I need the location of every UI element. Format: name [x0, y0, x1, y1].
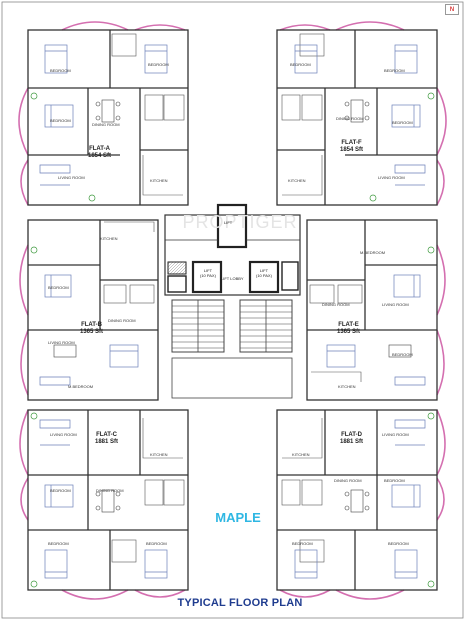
flat-f-area: 1854 Sft — [340, 147, 364, 153]
room-label-bedroom: BEDROOM — [50, 118, 71, 123]
room-label-bedroom: BEDROOM — [148, 62, 169, 67]
flat-e-label: FLAT-E 1365 Sft — [337, 322, 360, 336]
watermark: PROPTIGER — [182, 212, 298, 232]
furniture-beds — [44, 44, 421, 579]
lift-left-capacity: (10 PAX) — [200, 273, 216, 278]
lift-right-name: LIFT — [259, 268, 269, 273]
balconies — [18, 21, 447, 600]
room-label-dining: DINING ROOM — [96, 488, 124, 493]
plan-title: TYPICAL FLOOR PLAN — [177, 597, 303, 609]
flat-e-name: FLAT-E — [338, 322, 359, 328]
flat-c-name: FLAT-C — [96, 432, 117, 438]
core-lift-right-label: LIFT (10 PAX) — [256, 268, 272, 278]
flat-c-label: FLAT-C 1881 Sft — [95, 432, 118, 446]
room-label-mbedroom: M.BEDROOM — [360, 250, 386, 255]
flat-f-name: FLAT-F — [341, 140, 362, 146]
central-core — [164, 203, 301, 296]
room-label-bedroom: BEDROOM — [48, 541, 69, 546]
partitions — [103, 33, 363, 563]
room-label-dining: DINING ROOM — [92, 122, 120, 127]
room-label-bedroom: BEDROOM — [388, 541, 409, 546]
kitchen-counters — [104, 155, 362, 459]
core-lift-left-label: LIFT (10 PAX) — [200, 268, 216, 278]
furniture-sofas — [39, 164, 426, 446]
room-label-dining: DINING ROOM — [108, 318, 136, 323]
flat-b-label: FLAT-B 1365 Sft — [80, 322, 103, 336]
room-label-bedroom: BEDROOM — [384, 478, 405, 483]
flat-d-name: FLAT-D — [341, 432, 362, 438]
room-label-kitchen: KITCHEN — [100, 236, 118, 241]
flat-b-name: FLAT-B — [81, 322, 102, 328]
room-label-kitchen: KITCHEN — [292, 452, 310, 457]
flat-d-area: 1881 Sft — [340, 439, 364, 445]
room-label-living: LIVING ROOM — [48, 340, 75, 345]
room-label-kitchen: KITCHEN — [150, 452, 168, 457]
lift-right-capacity: (10 PAX) — [256, 273, 272, 278]
room-label-bedroom: BEDROOM — [50, 68, 71, 73]
flat-f-label: FLAT-F 1854 Sft — [340, 140, 363, 154]
room-label-living: LIVING ROOM — [58, 175, 85, 180]
room-label-bedroom: BEDROOM — [48, 285, 69, 290]
flat-a-label: FLAT-A 1854 Sft — [88, 146, 111, 160]
room-label-bedroom: BEDROOM — [392, 352, 413, 357]
room-label-kitchen: KITCHEN — [288, 178, 306, 183]
room-label-bedroom: BEDROOM — [392, 120, 413, 125]
room-label-mbedroom: M.BEDROOM — [68, 384, 94, 389]
room-label-living: LIVING ROOM — [382, 302, 409, 307]
lift-left-name: LIFT — [203, 268, 213, 273]
room-label-living: LIVING ROOM — [378, 175, 405, 180]
flat-a-name: FLAT-A — [89, 146, 110, 152]
room-label-bedroom: BEDROOM — [50, 488, 71, 493]
room-label-kitchen: KITCHEN — [338, 384, 356, 389]
plants — [30, 92, 435, 588]
flat-b-area: 1365 Sft — [80, 329, 104, 335]
tower-name: MAPLE — [215, 510, 261, 525]
room-label-dining: DINING ROOM — [322, 302, 350, 307]
walls — [27, 29, 438, 591]
staircases — [171, 299, 293, 399]
north-arrow-icon: N — [445, 4, 459, 15]
furniture-dining — [53, 99, 412, 513]
room-label-bedroom: BEDROOM — [292, 541, 313, 546]
flat-e-area: 1365 Sft — [337, 329, 361, 335]
room-label-dining: DINING ROOM — [334, 478, 362, 483]
room-label-bedroom: BEDROOM — [384, 68, 405, 73]
core-service-lift-label: LIFT — [224, 220, 233, 225]
flat-c-area: 1881 Sft — [95, 439, 119, 445]
room-label-kitchen: KITCHEN — [150, 178, 168, 183]
core-lift-lobby-label: LIFT LOBBY — [221, 276, 244, 281]
room-label-dining: DINING ROOM — [336, 116, 364, 121]
flat-d-label: FLAT-D 1881 Sft — [340, 432, 363, 446]
flat-a-area: 1854 Sft — [88, 153, 112, 159]
room-label-bedroom: BEDROOM — [290, 62, 311, 67]
room-label-living: LIVING ROOM — [50, 432, 77, 437]
room-label-bedroom: BEDROOM — [146, 541, 167, 546]
room-label-living: LIVING ROOM — [382, 432, 409, 437]
